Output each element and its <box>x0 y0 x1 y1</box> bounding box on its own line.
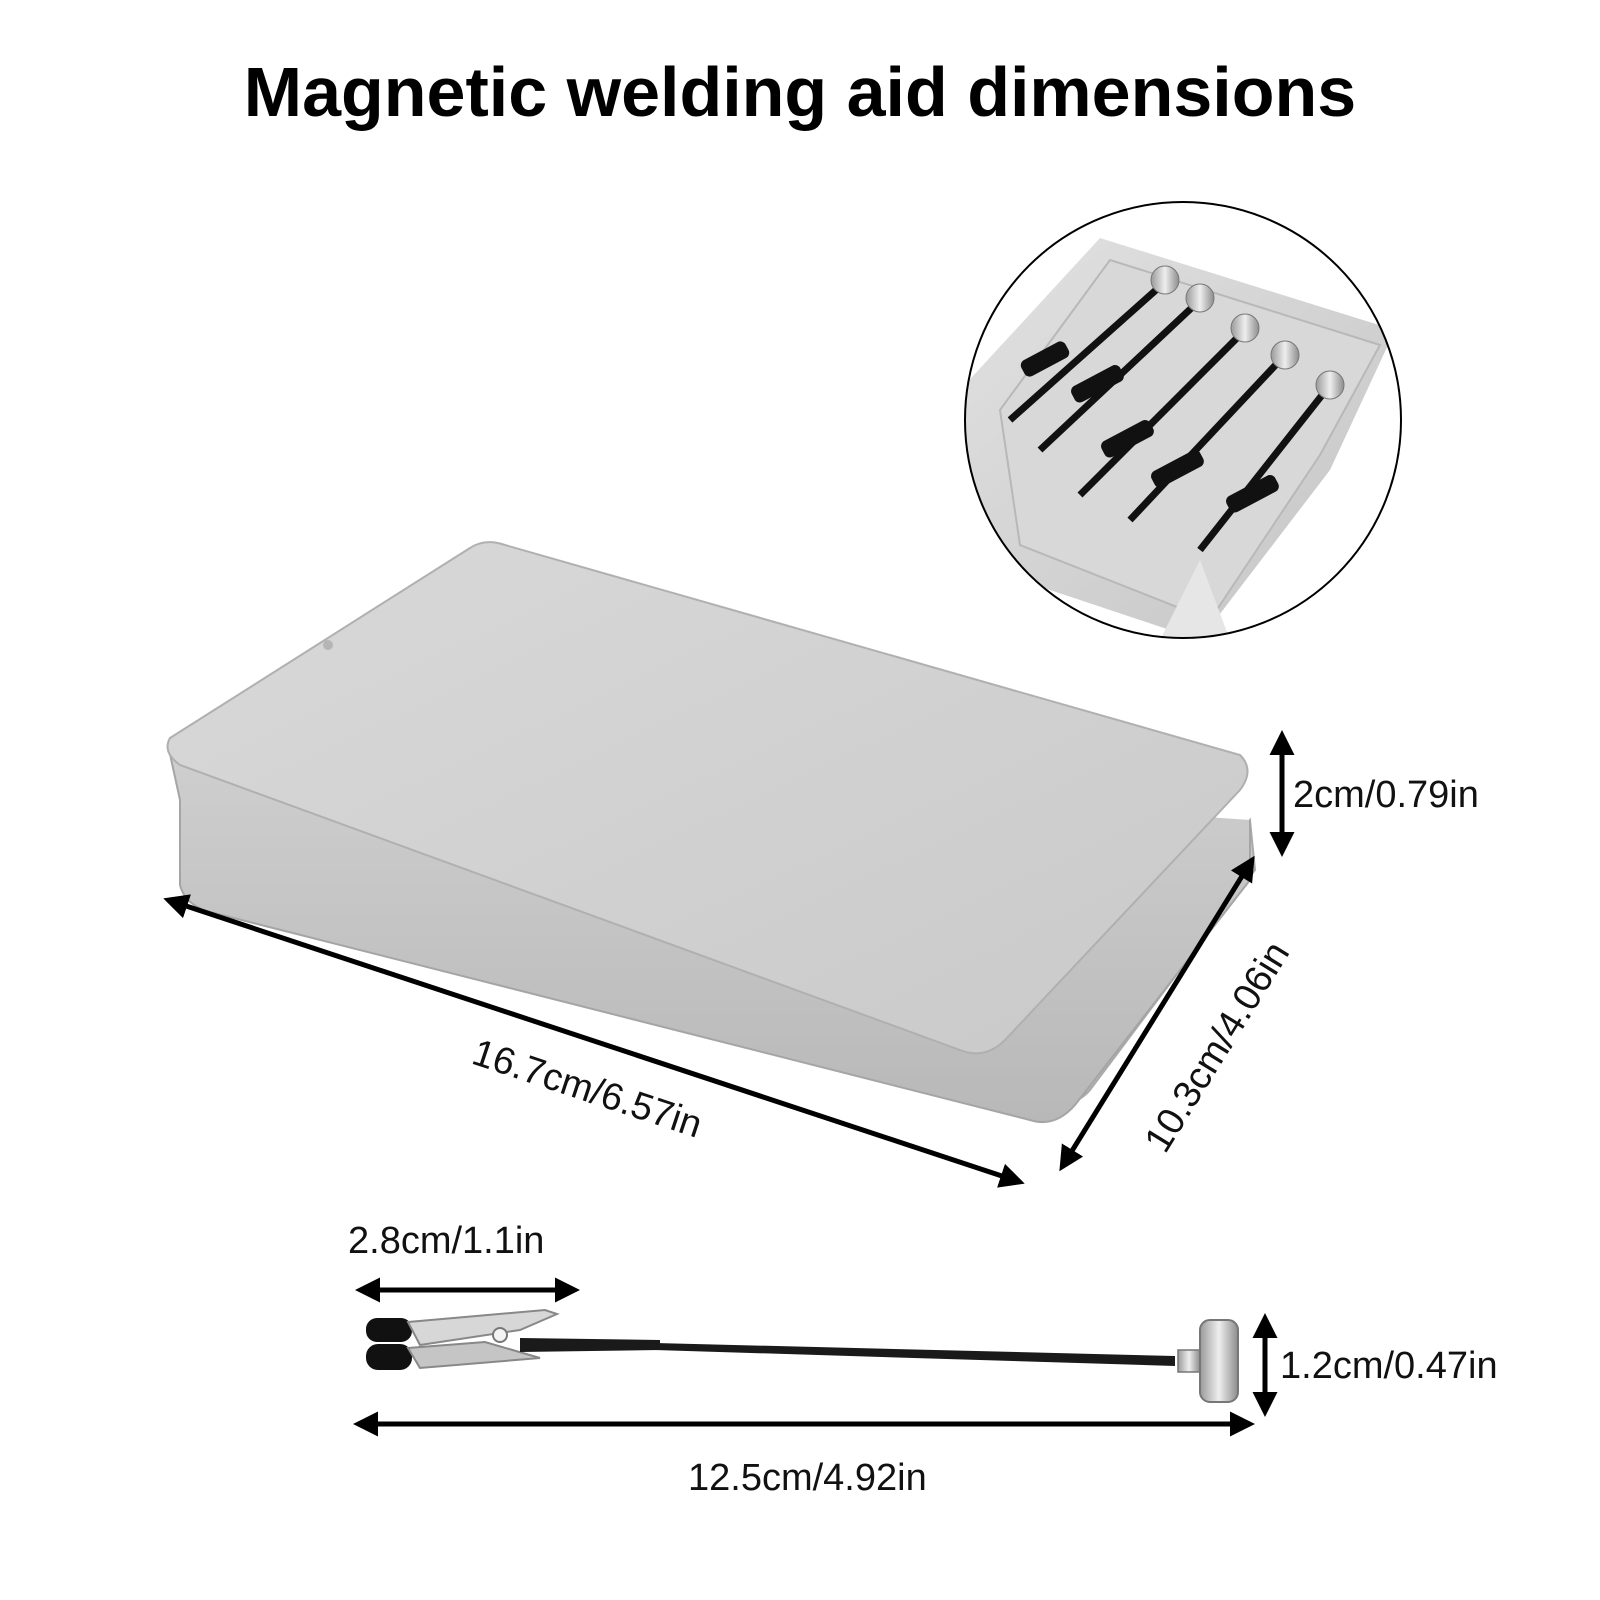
inset-clip-3 <box>1077 313 1260 498</box>
page-title: Magnetic welding aid dimensions <box>243 53 1357 131</box>
label-clip-length: 2.8cm/1.1in <box>348 1220 544 1262</box>
rod-sleeve <box>520 1338 660 1352</box>
label-box-length: 16.7cm/6.57in <box>467 1032 707 1147</box>
inset-clip-5 <box>1197 370 1345 553</box>
dimension-arrows-box <box>163 730 1295 1188</box>
welding-clip-rod <box>366 1308 1239 1403</box>
magnet-head <box>1199 1319 1239 1403</box>
tray-inset <box>964 201 1402 639</box>
clip-rubber-bottom <box>366 1344 412 1370</box>
tin-box <box>166 541 1257 1124</box>
dimension-arrows-clip <box>353 1277 1278 1437</box>
label-magnet-diameter: 1.2cm/0.47in <box>1280 1345 1498 1387</box>
magnet-neck <box>1177 1349 1201 1373</box>
rod <box>655 1343 1175 1366</box>
clip-jaw-top <box>406 1308 560 1347</box>
lid-dent <box>323 640 333 650</box>
arrow-box-length <box>163 894 1025 1188</box>
inset-clip-1 <box>1007 265 1180 423</box>
inset-clip-4 <box>1127 340 1300 523</box>
clip-jaw-bottom <box>406 1340 541 1370</box>
inset-clip-2 <box>1037 283 1215 453</box>
label-rod-length: 12.5cm/4.92in <box>688 1457 927 1499</box>
label-box-height: 2cm/0.79in <box>1293 774 1479 816</box>
arrow-box-width <box>1059 855 1255 1172</box>
clip-rubber-top <box>366 1318 412 1342</box>
